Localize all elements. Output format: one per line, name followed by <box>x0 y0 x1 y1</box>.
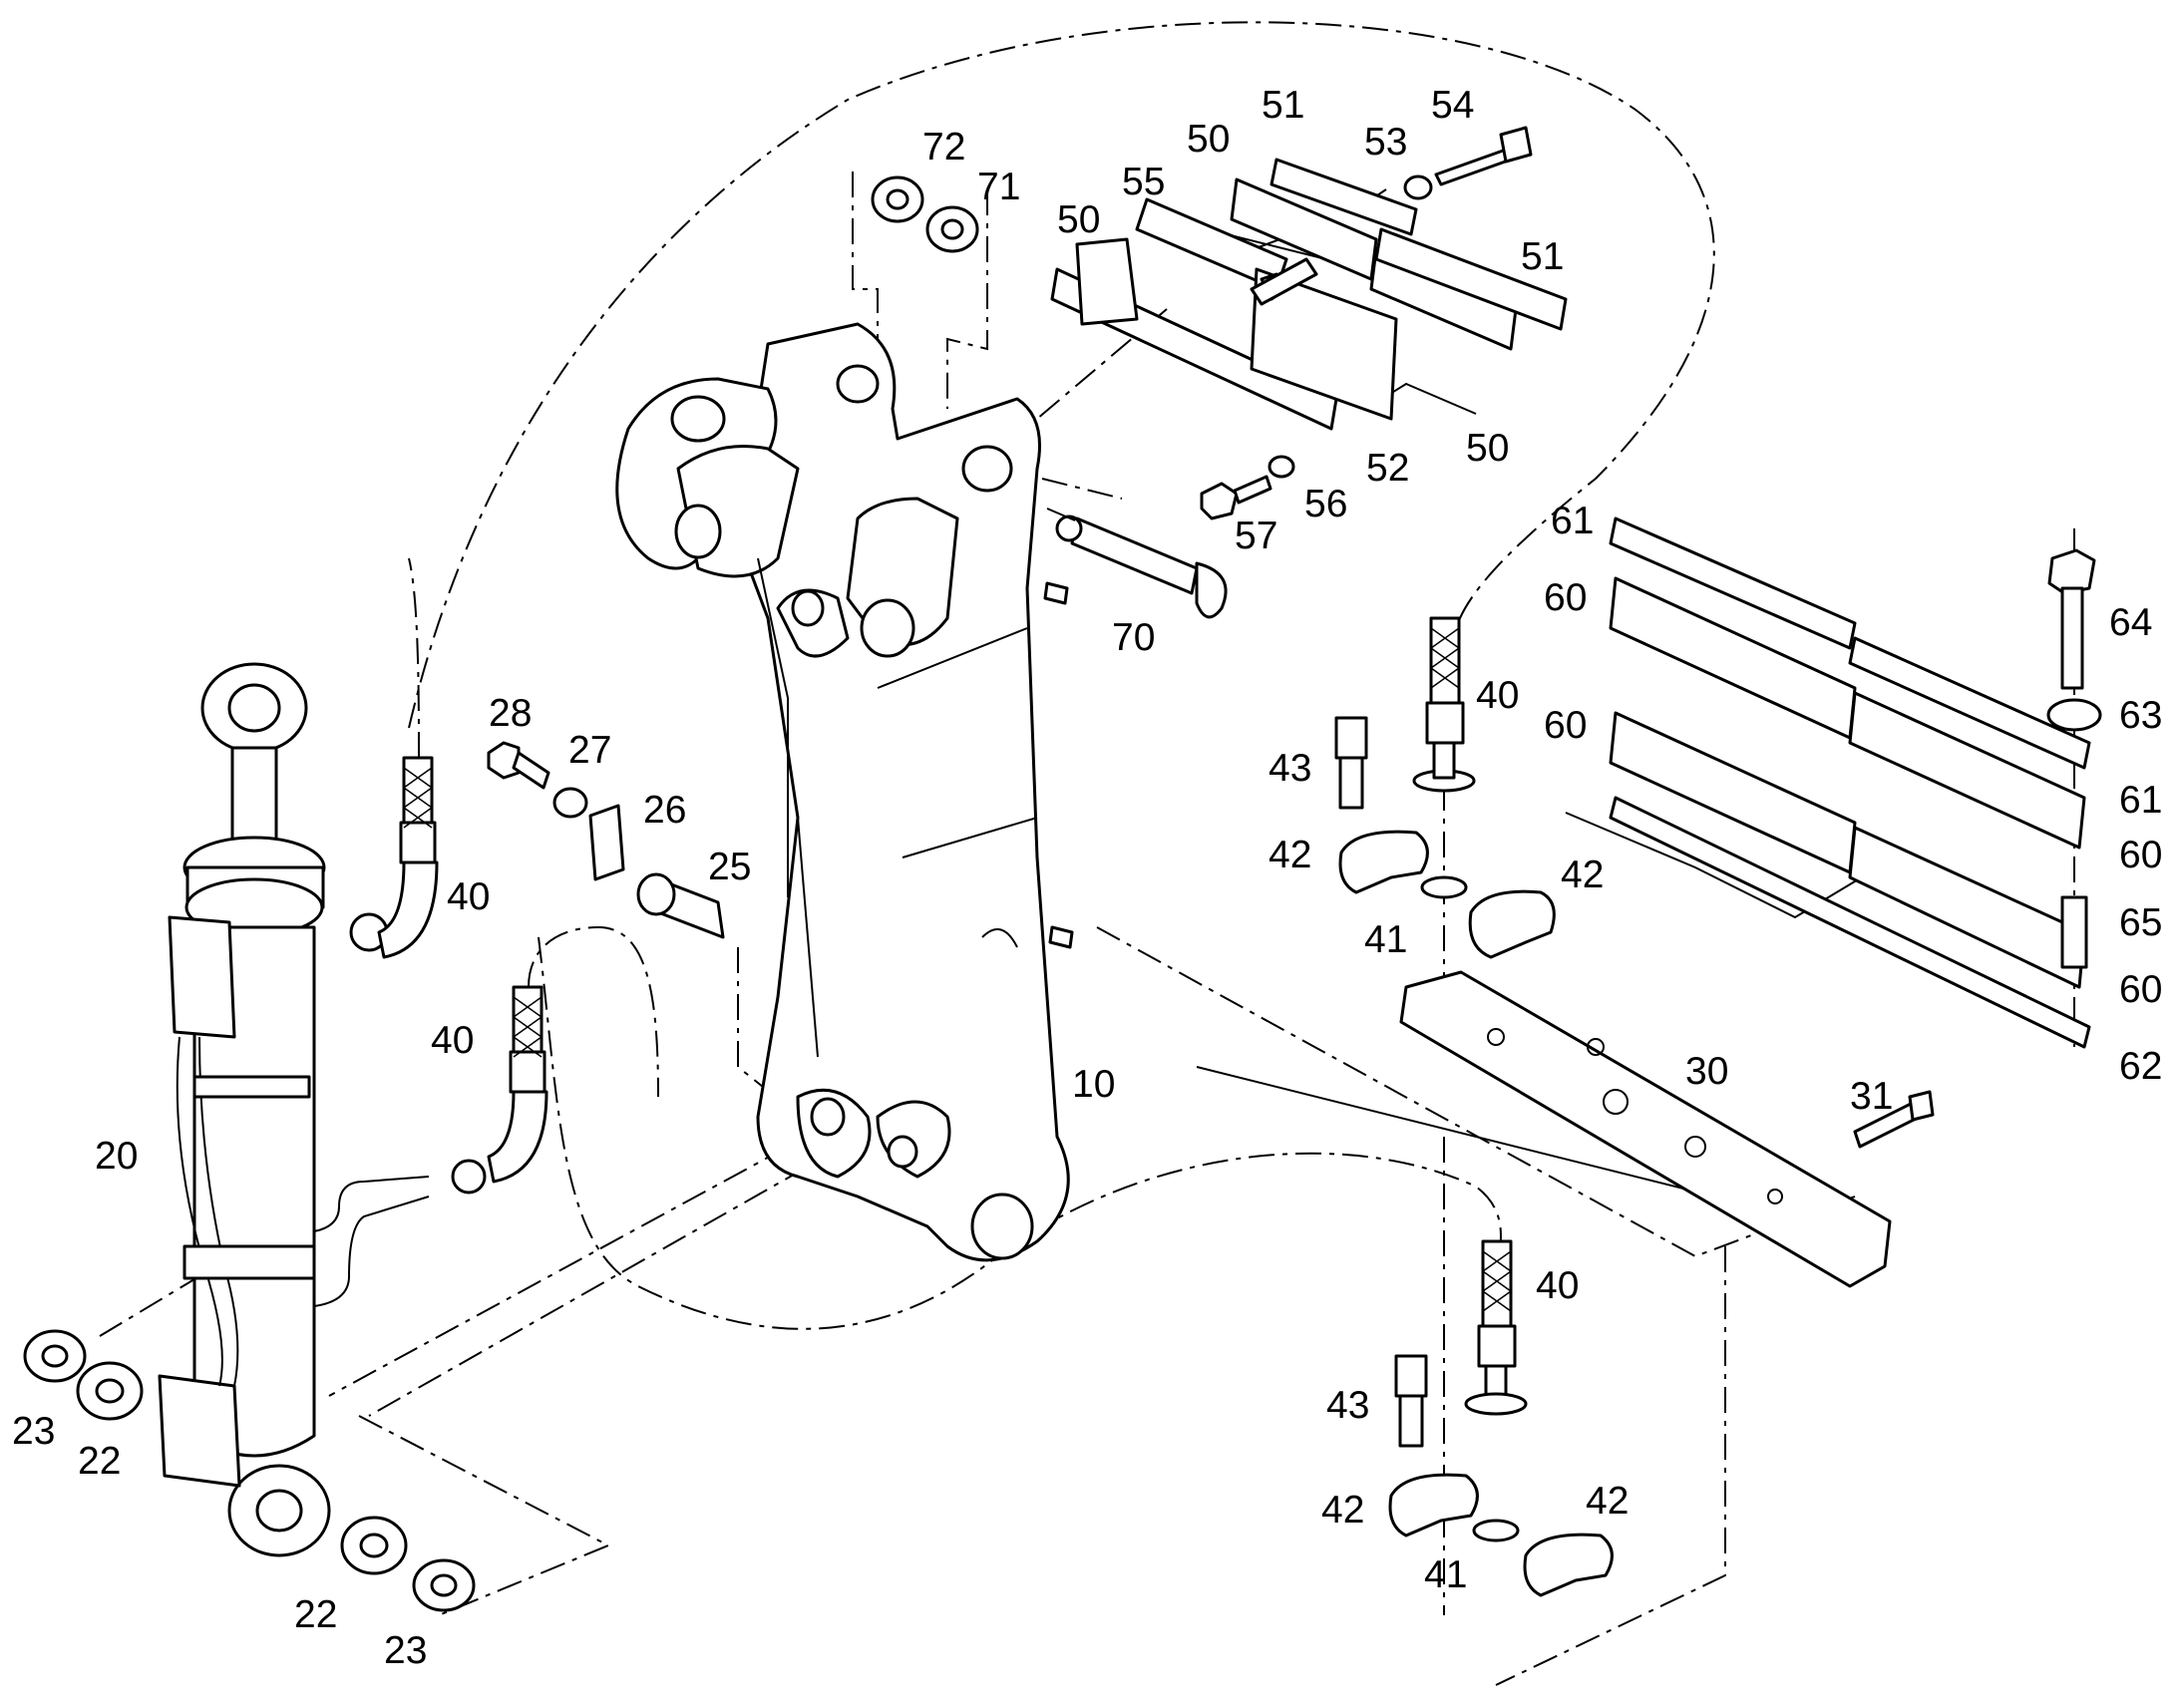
screw-part-43-a <box>1334 716 1368 810</box>
label-40-b: 40 <box>447 875 490 918</box>
screw-part-43-b <box>1394 1354 1428 1448</box>
label-60-b: 60 <box>1544 704 1587 747</box>
label-56: 56 <box>1304 483 1347 525</box>
label-70: 70 <box>1112 616 1155 659</box>
label-64: 64 <box>2109 601 2152 644</box>
label-40-d: 40 <box>1536 1264 1579 1307</box>
label-42-c: 42 <box>1321 1489 1364 1532</box>
label-51-a: 51 <box>1262 84 1304 127</box>
bolt-part-54 <box>1434 126 1533 186</box>
sleeve-part-65 <box>2060 895 2088 969</box>
label-40-c: 40 <box>431 1019 474 1062</box>
label-55: 55 <box>1122 161 1165 203</box>
washer-part-56 <box>1268 455 1295 479</box>
clamp-half-part-42-c <box>1388 1473 1479 1537</box>
bolt-part-31 <box>1853 1090 1935 1149</box>
label-61-a: 61 <box>1551 500 1594 542</box>
label-23-b: 23 <box>384 1629 427 1672</box>
clamp-half-part-42-b <box>1468 889 1556 959</box>
label-57: 57 <box>1235 514 1277 557</box>
clamp-half-part-42-d <box>1523 1533 1614 1597</box>
label-10: 10 <box>1072 1063 1115 1106</box>
bolt-part-64 <box>2047 548 2096 690</box>
hose-40-leader-b <box>528 925 659 1098</box>
label-50-c: 50 <box>1466 427 1509 470</box>
label-25: 25 <box>708 846 751 888</box>
hose-part-40-a <box>377 756 439 959</box>
o-ring-part-41-b <box>1472 1519 1520 1542</box>
label-22-b: 22 <box>294 1593 337 1636</box>
label-61-b: 61 <box>2119 779 2162 822</box>
clamp-set-part-50 <box>1050 158 1568 431</box>
part-labels: 72 71 51 54 50 53 55 50 51 50 52 56 57 7… <box>12 84 2162 1672</box>
washer-part-23-b <box>412 1558 476 1612</box>
bolt-part-28 <box>487 741 550 790</box>
hydraulic-cylinder-part-20 <box>158 662 487 1557</box>
washer-part-53 <box>1403 174 1433 200</box>
label-60-d: 60 <box>2119 968 2162 1011</box>
plate-part-26 <box>588 804 625 881</box>
washer-part-71 <box>925 205 979 253</box>
label-72: 72 <box>922 126 965 169</box>
label-40-a: 40 <box>1476 674 1519 717</box>
hose-part-40-b <box>487 985 548 1184</box>
label-42-d: 42 <box>1586 1480 1629 1523</box>
label-41-a: 41 <box>1364 918 1407 961</box>
label-51-b: 51 <box>1521 235 1564 278</box>
label-43-b: 43 <box>1326 1384 1369 1427</box>
label-43-a: 43 <box>1269 747 1311 790</box>
washer-part-72 <box>871 175 924 223</box>
washer-part-27 <box>552 787 588 819</box>
label-62: 62 <box>2119 1045 2162 1088</box>
label-71: 71 <box>977 166 1020 208</box>
label-27: 27 <box>568 729 611 772</box>
label-54: 54 <box>1431 84 1474 127</box>
bolt-part-57 <box>1200 475 1272 520</box>
label-26: 26 <box>643 789 686 832</box>
label-20: 20 <box>95 1135 138 1178</box>
label-42-a: 42 <box>1269 834 1311 876</box>
assembly-boundary-lower <box>538 936 1502 1330</box>
washer-part-22-b <box>340 1516 408 1575</box>
washer-part-22-a <box>76 1361 144 1421</box>
label-22-a: 22 <box>78 1440 121 1483</box>
label-60-c: 60 <box>2119 834 2162 876</box>
label-53: 53 <box>1364 121 1407 164</box>
label-30: 30 <box>1685 1050 1728 1093</box>
label-65: 65 <box>2119 901 2162 944</box>
label-42-b: 42 <box>1561 854 1604 896</box>
hose-part-40-c <box>1412 616 1476 793</box>
pin-part-55 <box>1250 257 1318 306</box>
washer-part-23-a <box>23 1329 87 1383</box>
washer-part-63 <box>2046 698 2102 732</box>
clamp-set-part-60 <box>1609 516 2091 1049</box>
label-23-a: 23 <box>12 1410 55 1453</box>
pin-part-70 <box>1046 508 1228 619</box>
label-31: 31 <box>1850 1075 1893 1118</box>
label-28: 28 <box>489 692 532 735</box>
label-41-b: 41 <box>1424 1553 1467 1596</box>
label-50-b: 50 <box>1057 198 1100 241</box>
base-plate-part-30 <box>1399 970 1892 1288</box>
label-63: 63 <box>2119 694 2162 737</box>
hose-40-leader-a <box>408 557 420 759</box>
label-52: 52 <box>1366 447 1409 490</box>
label-60-a: 60 <box>1544 576 1587 619</box>
boom-arm-part-10 <box>615 322 1074 1262</box>
assembly-boundary <box>408 21 1715 729</box>
bushing-part-25 <box>636 872 725 939</box>
clamp-half-part-42-a <box>1338 830 1429 894</box>
o-ring-part-41-a <box>1420 875 1468 899</box>
label-50-a: 50 <box>1187 118 1230 161</box>
hose-part-40-d <box>1464 1239 1528 1416</box>
